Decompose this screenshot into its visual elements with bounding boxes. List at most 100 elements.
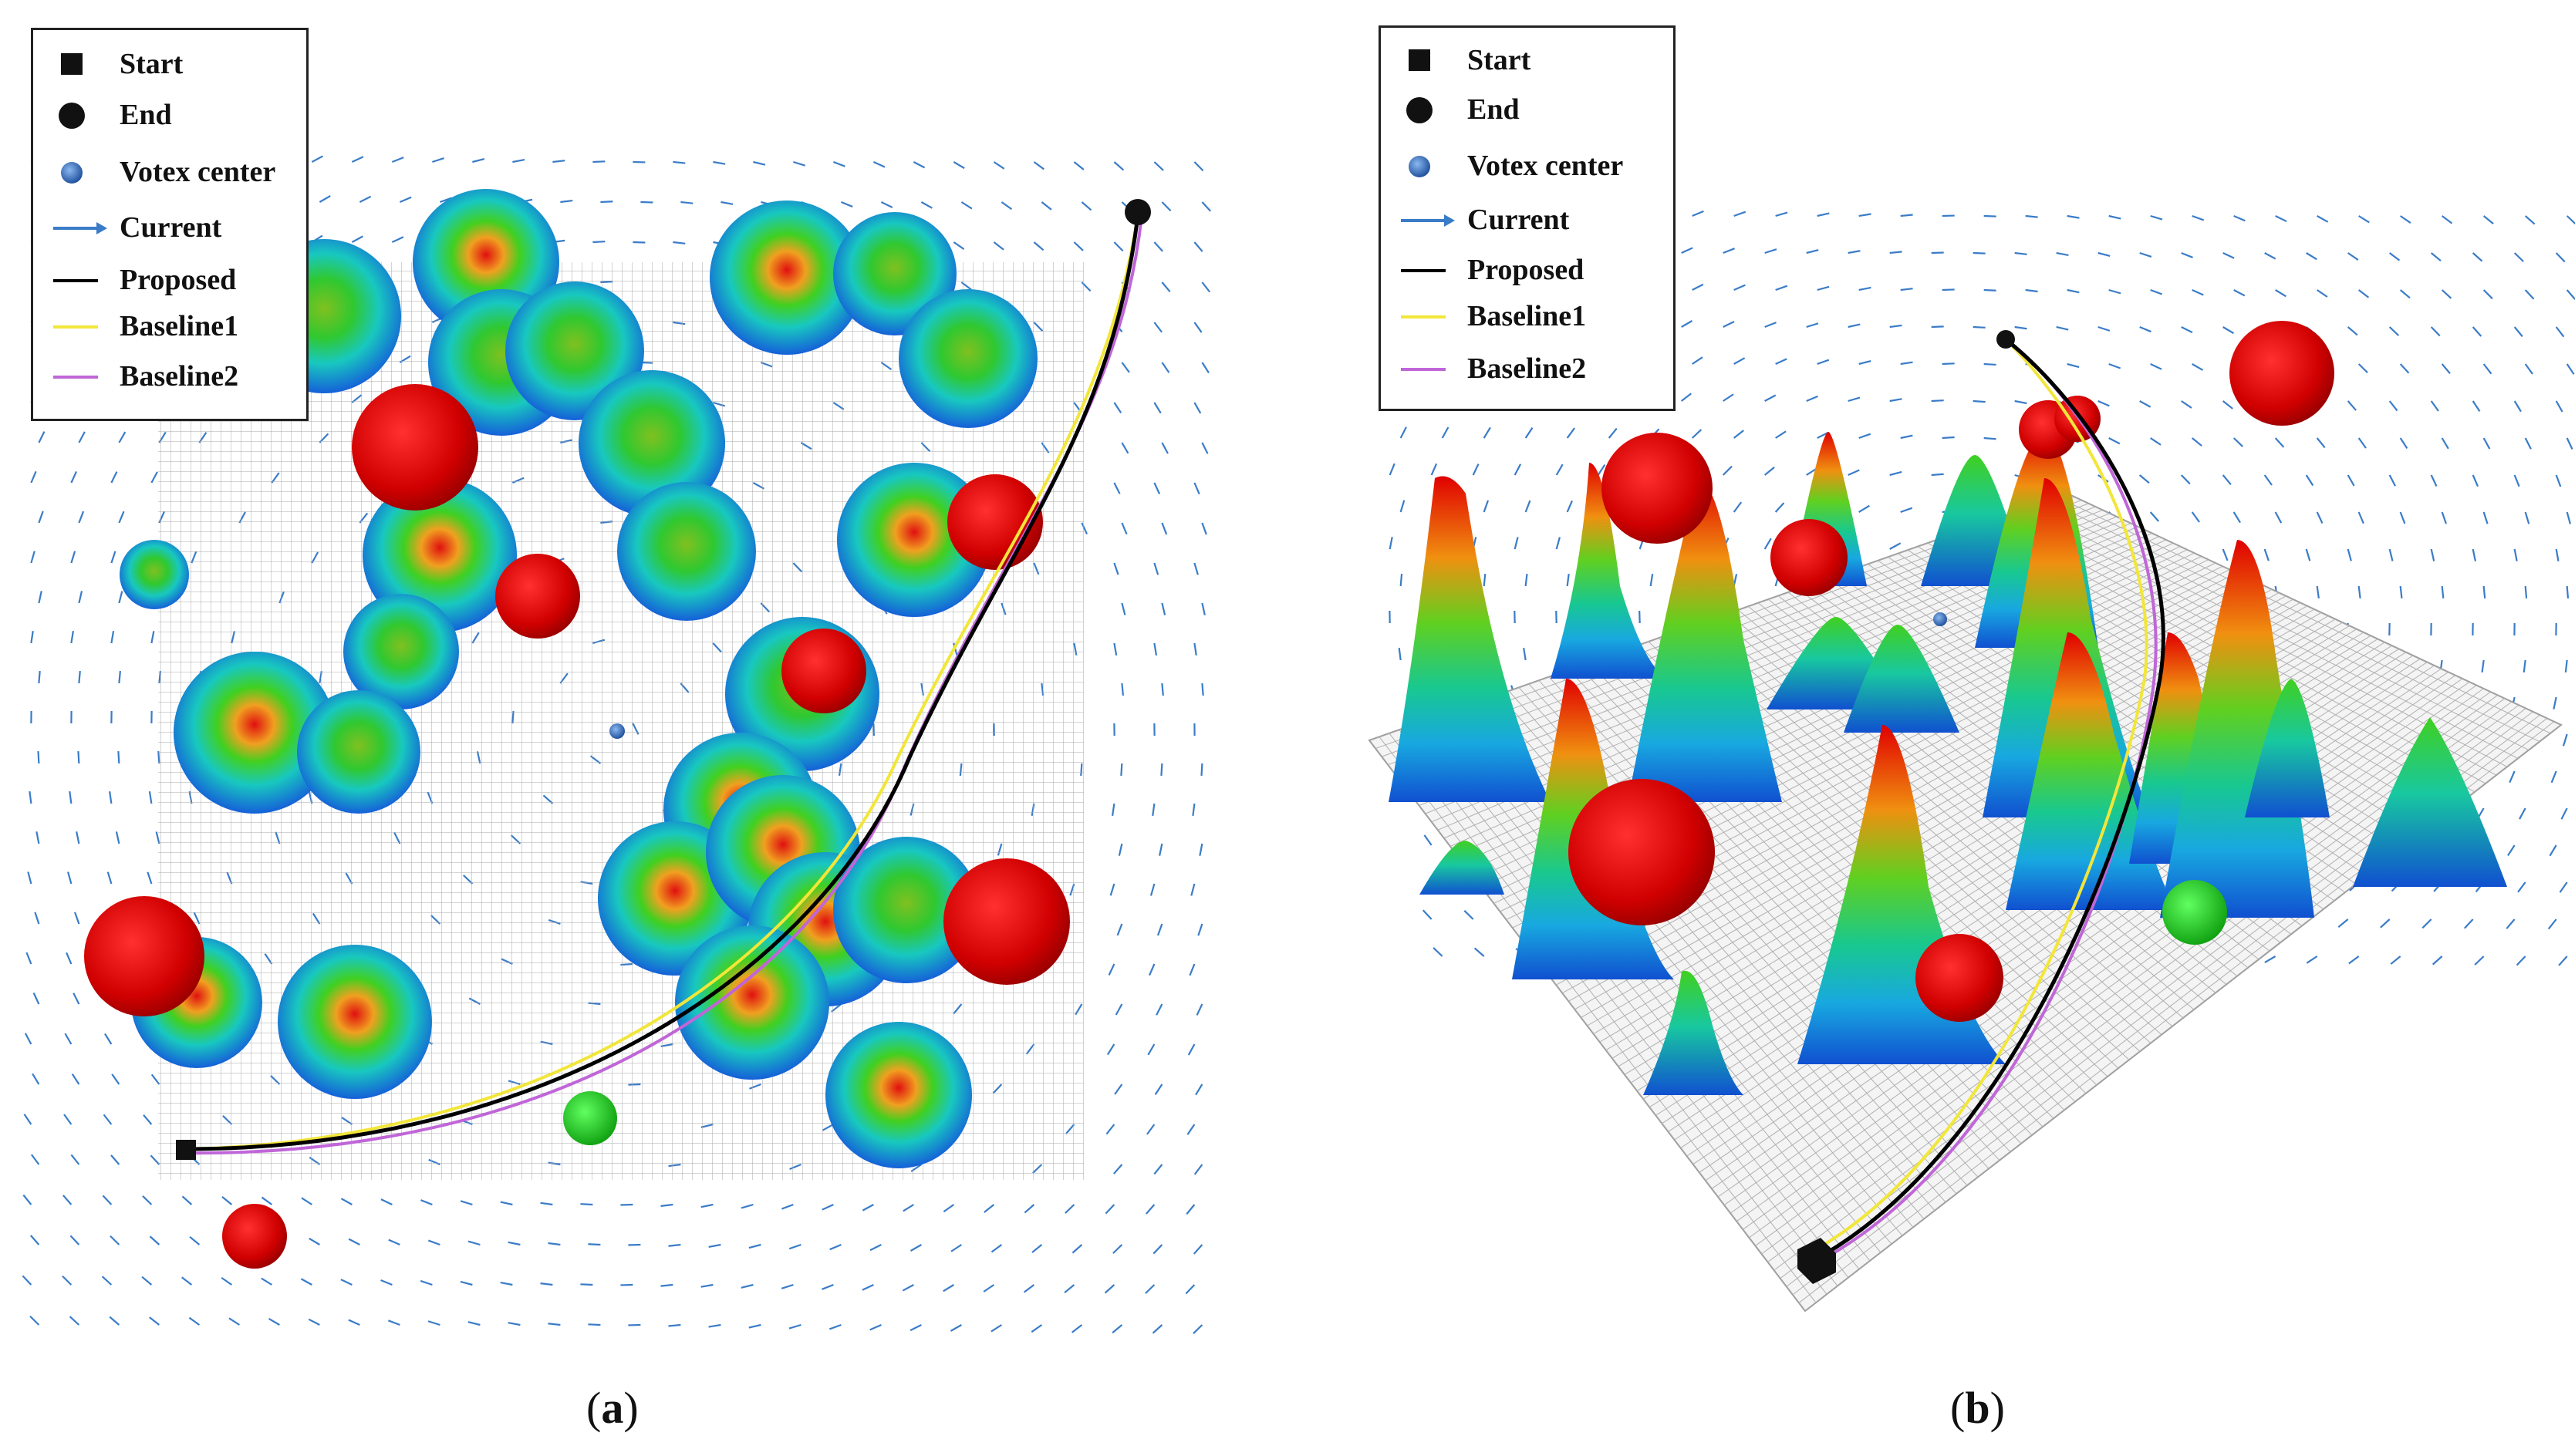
current-arrow [2472,326,2482,337]
vortex-center [1933,612,1947,626]
current-arrow [2388,326,2400,336]
current-arrow [261,1196,273,1205]
current-arrow [1106,1043,1115,1056]
current-arrow [2357,437,2367,449]
current-arrow [2181,400,2192,409]
current-arrow [1201,602,1206,615]
current-arrow [118,591,123,604]
current-arrow [2056,325,2069,331]
current-arrow [1473,947,1485,957]
current-arrow [2472,474,2479,487]
current-arrow [2357,363,2368,374]
current-arrow [872,160,886,168]
current-arrow [1983,288,1996,292]
current-arrow [2399,511,2406,524]
current-arrow [2482,215,2494,224]
legend-item-votex-center: Votex center [1381,147,1673,194]
current-arrow [2464,918,2474,929]
mound [675,925,829,1080]
current-arrow [1193,1324,1203,1334]
current-arrow [73,993,80,1005]
current-arrow [106,871,113,885]
sphere-icon [61,162,83,184]
current-arrow [2274,437,2285,448]
current-arrow [1161,281,1171,292]
sphere-icon [1409,156,1430,177]
current-arrow [788,1323,802,1330]
current-arrow [2555,474,2562,487]
current-arrow [2441,363,2451,374]
end-marker [1996,330,2015,349]
current-arrow [149,1235,160,1245]
current-arrow [1116,923,1123,936]
current-arrow [588,1323,601,1326]
current-arrow [548,1242,561,1246]
current-arrow [953,241,965,250]
current-arrow [1973,251,1986,254]
current-arrow [1566,573,1570,587]
current-arrow [2347,400,2357,411]
current-arrow [69,790,73,804]
current-arrow [2474,956,2485,966]
current-arrow [1104,1284,1115,1294]
current-arrow [1105,1124,1115,1135]
current-arrow [741,1203,754,1209]
current-arrow [1113,562,1119,575]
peak [1844,625,1959,733]
current-arrow [1389,463,1395,476]
sphere [1568,779,1715,925]
current-arrow [2441,585,2445,599]
current-arrow [1073,161,1085,170]
current-arrow [668,1323,681,1327]
current-arrow [1775,358,1787,366]
current-arrow [2524,511,2530,524]
current-arrow [2482,363,2492,375]
current-arrow [600,201,613,204]
mound [579,370,725,517]
current-arrow [301,1197,312,1205]
current-arrow [984,1204,995,1213]
current-arrow [2067,214,2080,219]
current-arrow [1597,463,1606,476]
current-arrow [2317,215,2329,223]
panel-b-plot [1368,207,2575,1313]
current-arrow [1817,212,1830,217]
current-arrow [2566,289,2575,300]
current-arrow [1889,470,1902,477]
current-arrow [78,431,86,443]
grid-line [1749,695,2499,1239]
current-arrow [1723,248,1735,254]
current-arrow [117,750,120,764]
sphere [2162,880,2227,945]
current-arrow [71,1073,80,1085]
legend-item-proposed: Proposed [33,261,306,308]
current-arrow [64,1033,73,1045]
current-arrow [500,1281,513,1286]
current-arrow [261,1277,272,1286]
current-arrow [2524,437,2532,450]
current-arrow [1423,834,1433,846]
current-arrow [1161,522,1168,535]
current-arrow [500,1201,513,1206]
current-arrow [920,201,933,209]
current-arrow [2399,585,2403,599]
current-arrow [2550,770,2557,784]
current-arrow [1691,429,1703,439]
current-arrow [1858,213,1871,217]
current-arrow [2108,214,2121,220]
current-arrow [2441,437,2449,450]
line-purple-icon [53,376,98,379]
current-arrow [2316,585,2320,598]
current-arrow [1931,399,1944,403]
current-arrow [2139,325,2151,333]
current-arrow [102,1195,113,1205]
current-arrow [2192,363,2204,371]
current-arrow [829,1323,842,1330]
current-arrow [1399,426,1407,439]
current-arrow [1108,963,1115,976]
current-arrow [74,912,80,925]
current-arrow [2430,400,2439,412]
current-arrow [2560,807,2568,820]
current-arrow [1190,883,1196,896]
line-black-icon [1401,269,1446,272]
